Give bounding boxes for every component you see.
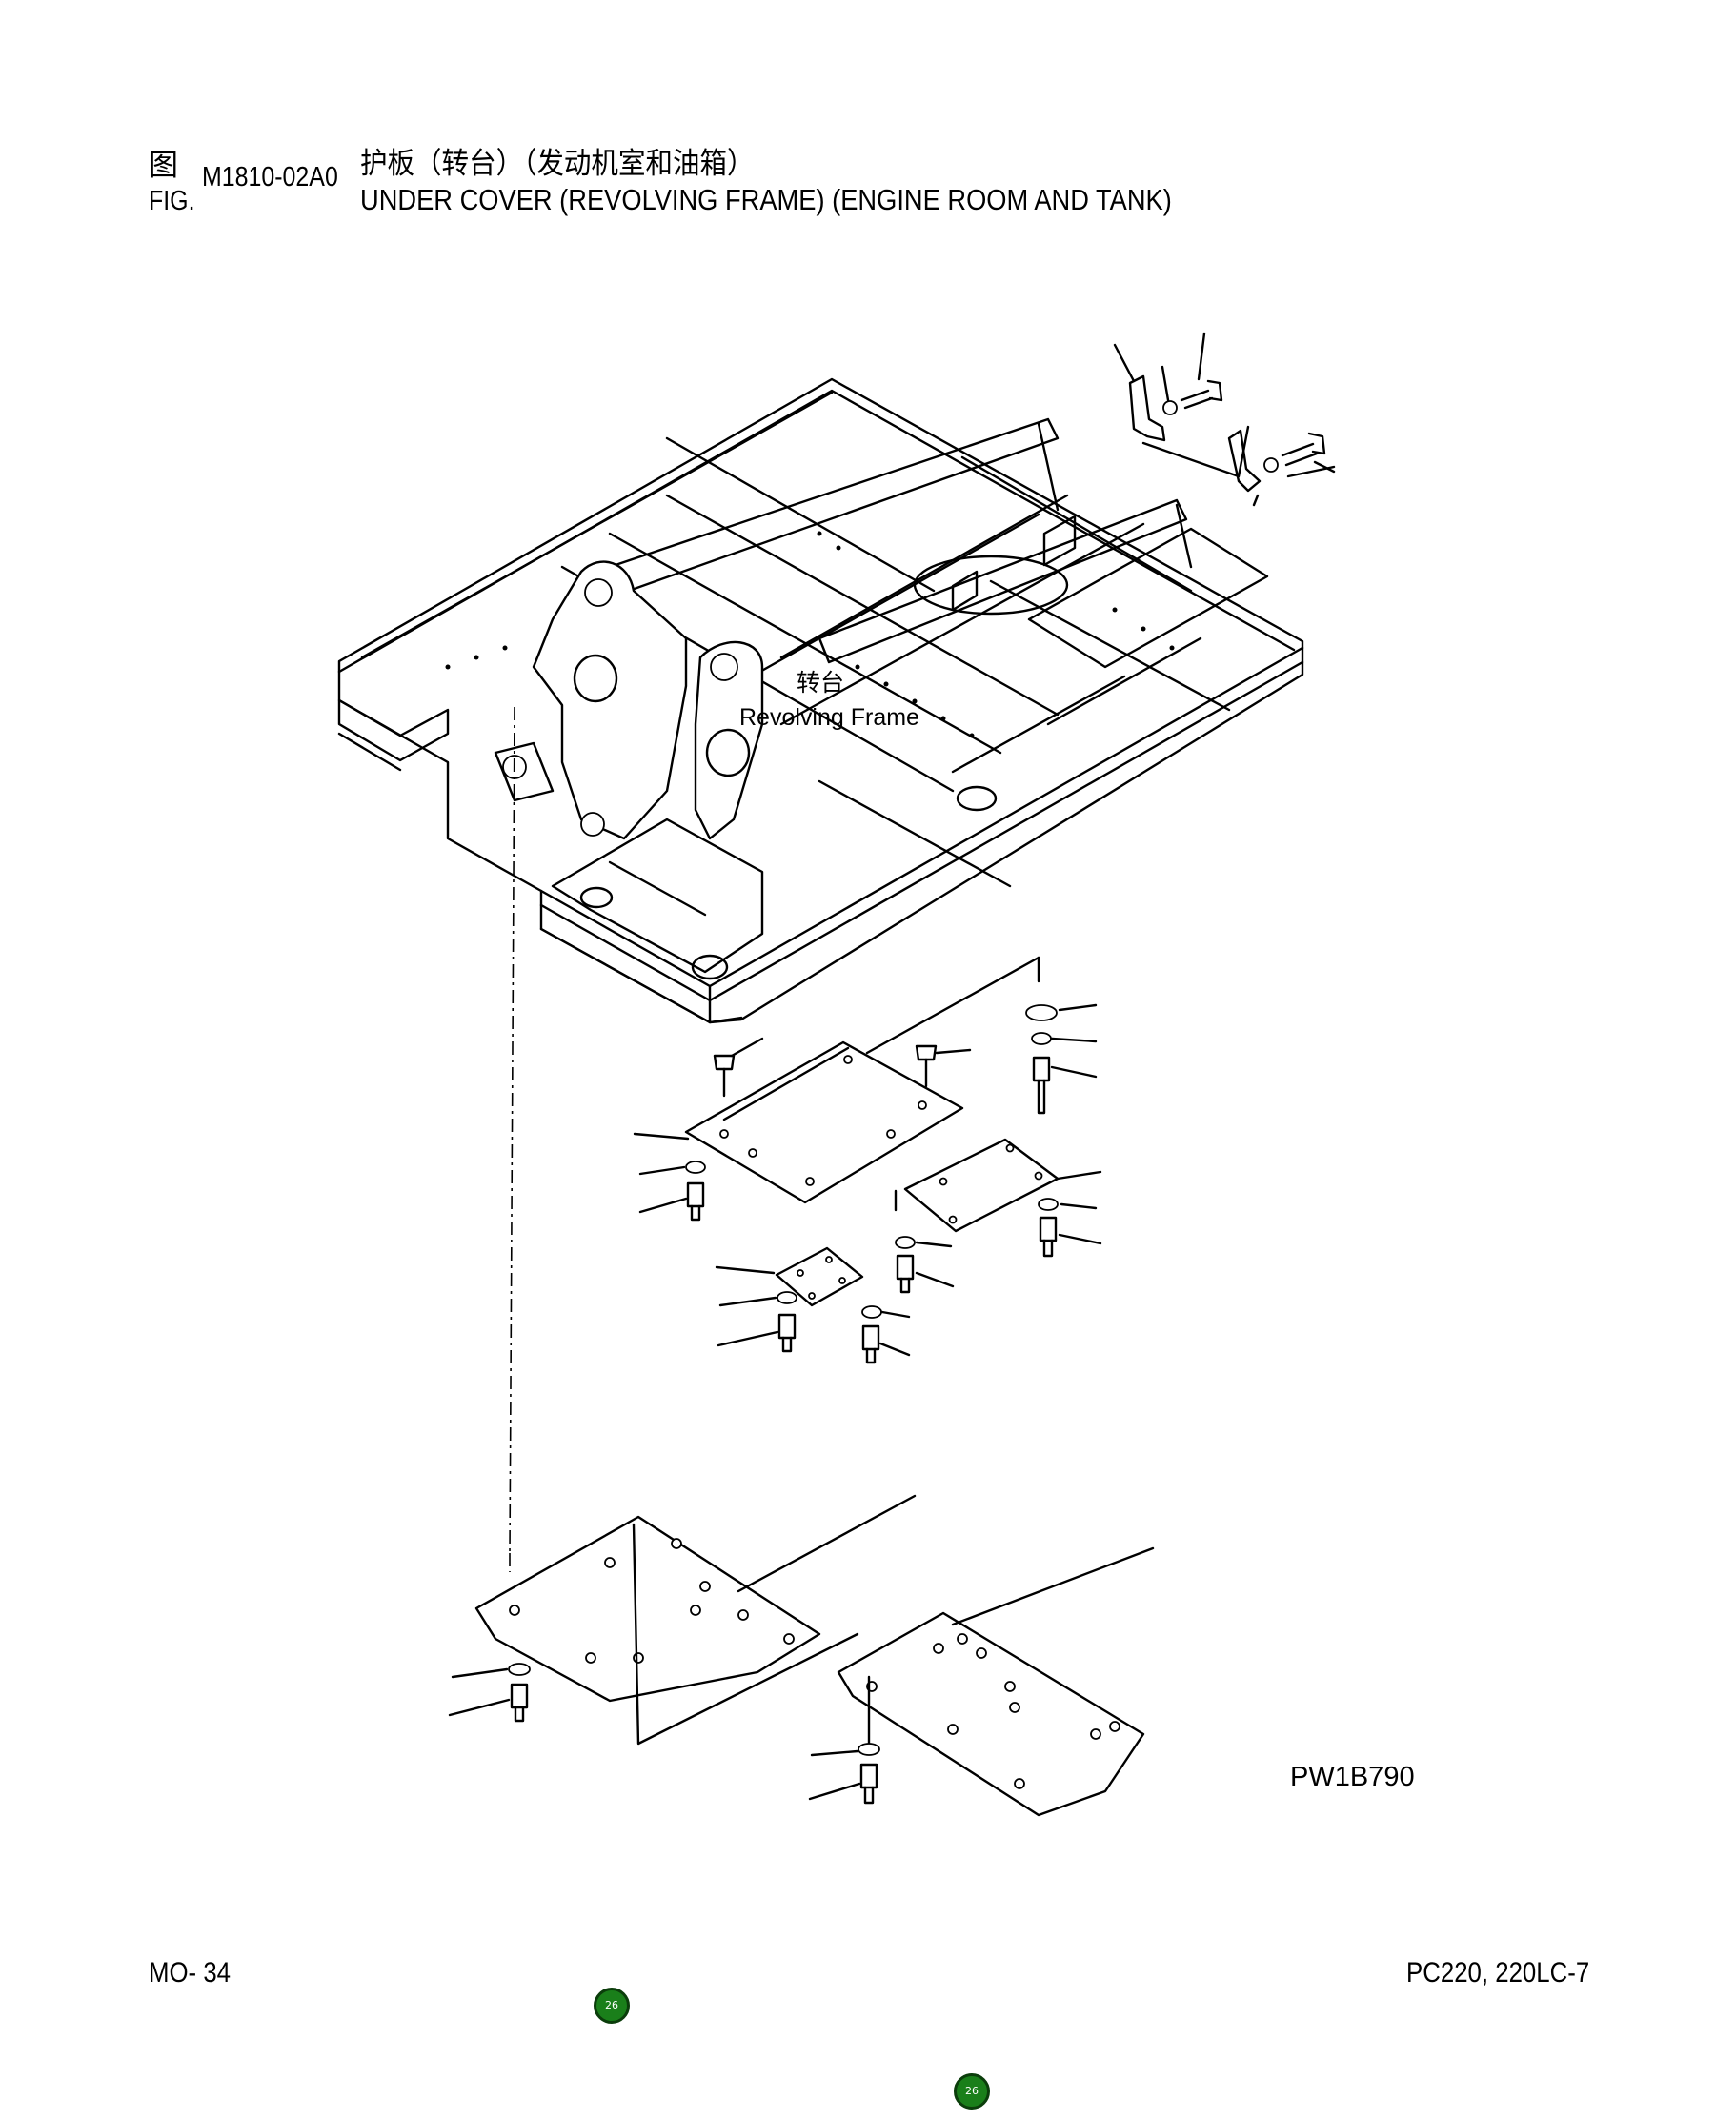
page-badge[interactable]: 26 xyxy=(594,1988,630,2024)
page-badge[interactable]: 26 xyxy=(954,2073,990,2110)
rear-brackets xyxy=(1113,332,1336,507)
frame-label-en: Revolving Frame xyxy=(739,704,919,731)
footer-model: PC220, 220LC-7 xyxy=(1406,1957,1590,1989)
small-square-plate xyxy=(715,1246,911,1364)
title-en: UNDER COVER (REVOLVING FRAME) (ENGINE RO… xyxy=(360,183,1172,216)
frame-label-cn: 转台 xyxy=(797,669,844,697)
drawing-id: PW1B790 xyxy=(1290,1762,1415,1792)
footer-page-number: MO- 34 xyxy=(149,1957,232,1989)
middle-cover-plates xyxy=(633,956,1098,1222)
revolving-frame-drawing: 转台 Revolving Frame xyxy=(337,377,1304,1024)
fig-code: M1810-02A0 xyxy=(202,162,338,192)
right-medium-plate xyxy=(894,1138,1102,1294)
title-cn: 护板（转台）（发动机室和油箱） xyxy=(360,147,755,180)
fig-label-cn: 图 xyxy=(149,149,178,182)
fig-label-en: FIG. xyxy=(149,186,195,216)
lower-cover-plates xyxy=(448,1494,1155,1817)
